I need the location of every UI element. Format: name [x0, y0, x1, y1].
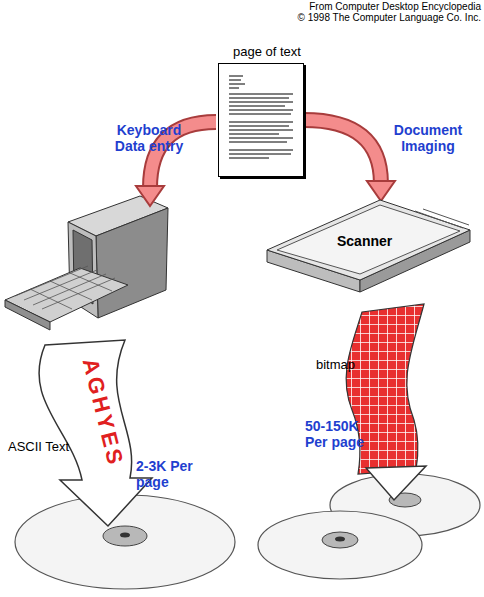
text-line	[229, 130, 293, 131]
size-label: 50-150K Per page	[305, 418, 379, 450]
disk	[15, 495, 235, 589]
text-line	[229, 126, 289, 127]
text-line	[229, 142, 287, 143]
disk-hub	[322, 532, 358, 548]
entry-arrow-head	[136, 186, 164, 206]
text-line	[229, 134, 279, 135]
disk-hole	[335, 537, 345, 542]
text-line	[229, 106, 285, 107]
text-line	[229, 150, 293, 151]
copyright-note: © 1998 The Computer Language Co. Inc.	[290, 12, 481, 24]
arrow-outline	[304, 120, 381, 183]
keyboard-side	[5, 300, 50, 330]
text-page: page of text	[218, 63, 304, 177]
text-line	[229, 94, 293, 95]
bitmap-arrow-head	[366, 466, 426, 500]
disk-hole	[120, 533, 130, 538]
method-label: Document Imaging	[386, 122, 470, 154]
text-line	[229, 138, 293, 139]
text-line	[229, 110, 293, 111]
monitor-side	[96, 208, 168, 318]
arrow-head	[367, 181, 395, 201]
format-label: ASCII Text	[8, 440, 98, 455]
format-label: bitmap	[316, 358, 376, 373]
scanner-lid	[277, 205, 460, 274]
text-line	[229, 76, 243, 77]
text-line	[229, 154, 291, 155]
keyboard-keys	[15, 266, 115, 309]
source-note: From Computer Desktop Encyclopedia	[290, 1, 481, 13]
scanner-top	[267, 200, 470, 280]
page-caption: page of text	[233, 44, 301, 59]
method-label: Keyboard Data entry	[106, 122, 192, 154]
text-line	[229, 98, 289, 99]
arrow-body	[304, 120, 381, 183]
text-line	[229, 102, 293, 103]
text-line	[229, 158, 269, 159]
scanner-hinge	[415, 209, 469, 228]
device-name: Scanner	[337, 233, 392, 249]
page-lines	[219, 64, 303, 176]
disk	[258, 511, 422, 579]
size-label: 2-3K Per page	[136, 458, 206, 490]
text-line	[229, 84, 245, 85]
text-line	[229, 114, 291, 115]
text-line	[229, 122, 293, 123]
text-line	[229, 80, 241, 81]
disk-hub	[103, 526, 147, 546]
text-line	[229, 88, 239, 89]
ascii-ribbon	[39, 340, 152, 526]
imaging-arrow	[304, 120, 395, 201]
scanner-box: Scanner	[265, 195, 472, 295]
